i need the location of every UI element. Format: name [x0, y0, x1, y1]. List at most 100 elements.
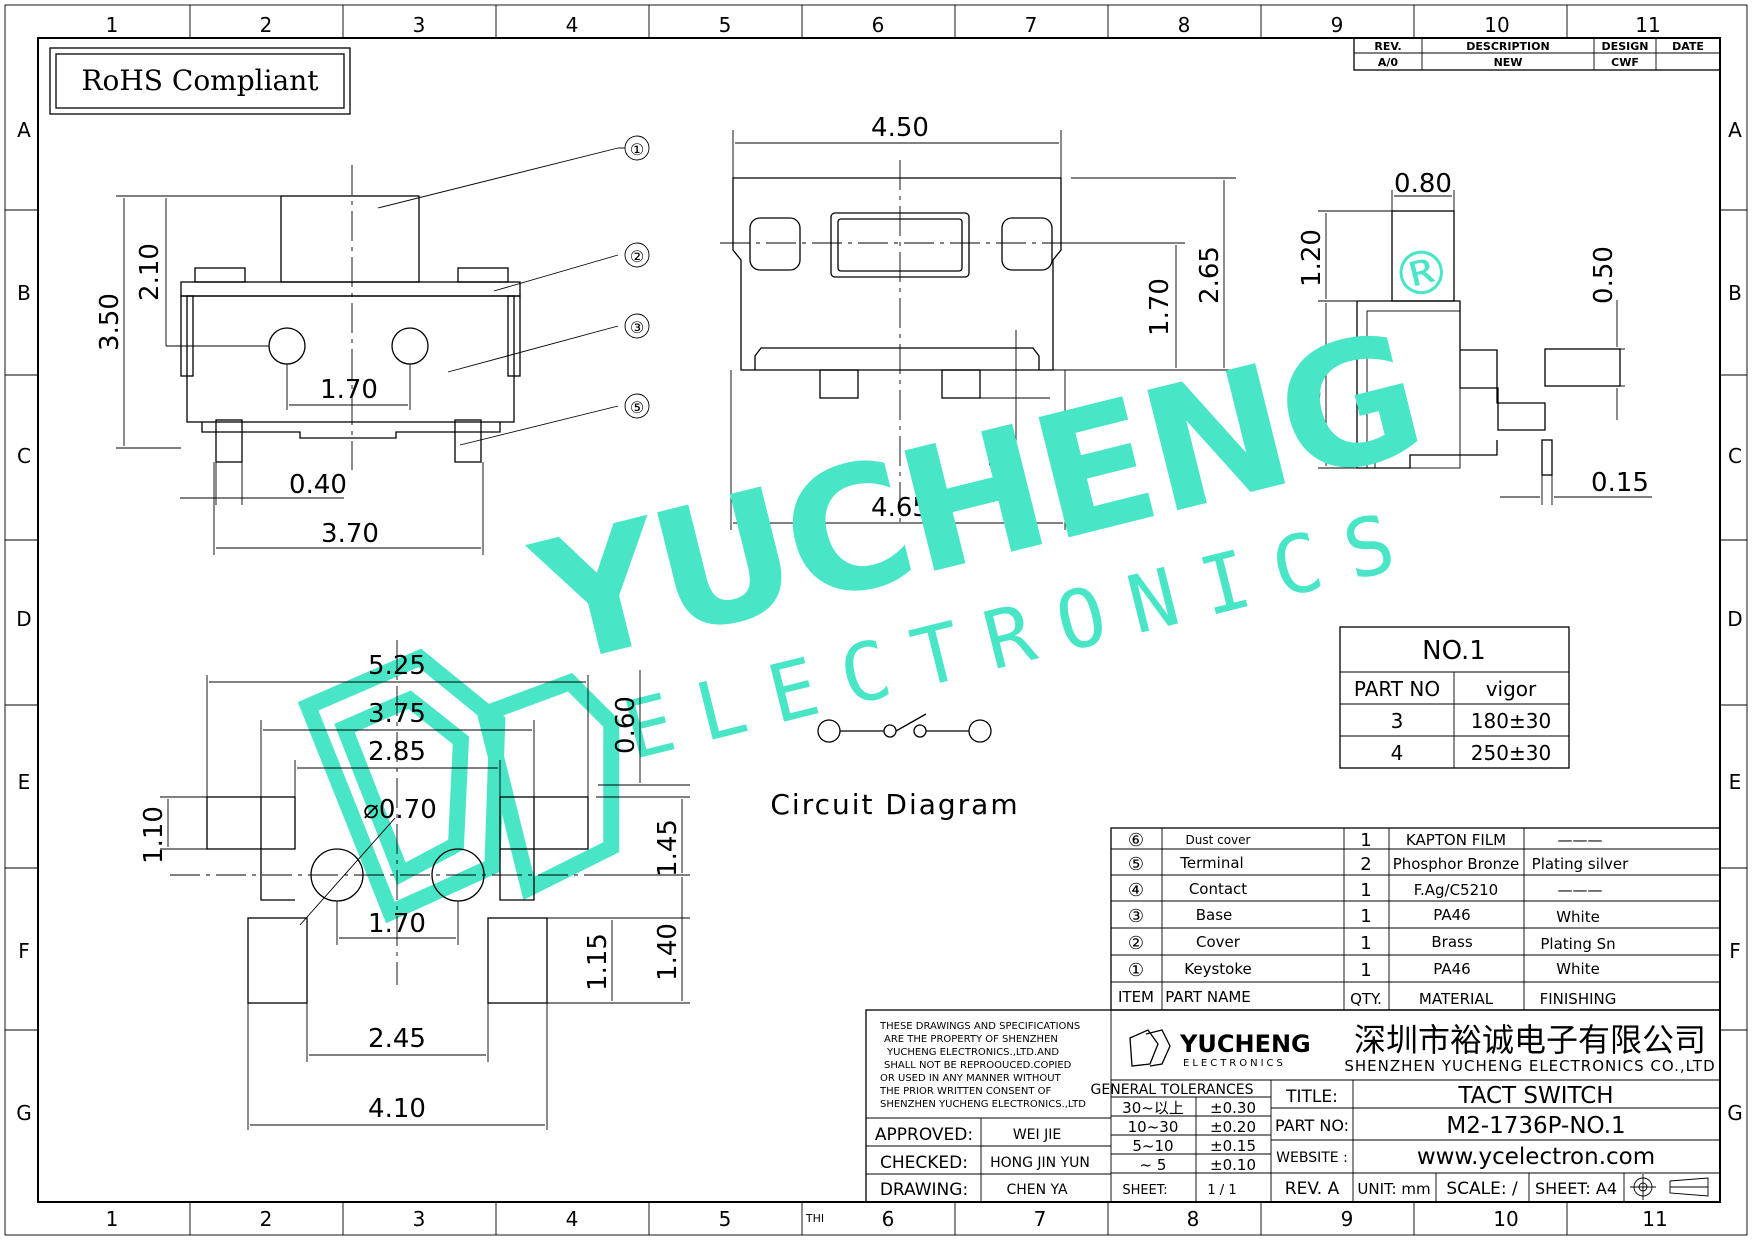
- force-table: NO.1 PART NO vigor 3 180±30 4 250±30: [1339, 626, 1570, 769]
- grid-labels-top: 1 2 3 4 5 6 7 8 9 10 11: [106, 13, 1661, 37]
- row-label: D: [1727, 607, 1742, 631]
- notice-text: THESE DRAWINGS AND SPECIFICATIONS ARE TH…: [879, 1021, 1086, 1110]
- company-cn: 深圳市裕诚电子有限公司: [1354, 1021, 1706, 1059]
- tol-value: ±0.20: [1210, 1118, 1256, 1136]
- dim-3-75: 3.75: [368, 699, 426, 729]
- revision-table: REV. DESCRIPTION DESIGN DATE A/0 NEW CWF: [1353, 37, 1721, 71]
- notice-line: THESE DRAWINGS AND SPECIFICATIONS: [879, 1021, 1080, 1032]
- bom-material: Brass: [1431, 933, 1472, 951]
- end-view: 0.80 1.20 2.30 0.50 0.15: [1297, 169, 1652, 505]
- col-label: 1: [106, 1207, 119, 1231]
- thi-label: THI: [805, 1212, 824, 1225]
- circuit-label: Circuit Diagram: [770, 788, 1019, 821]
- grid-labels-bottom: 1 2 3 4 5 6 7 8 9 10 11 THI: [106, 1207, 1668, 1231]
- row-label: B: [17, 281, 31, 305]
- bom-name: Terminal: [1179, 854, 1243, 872]
- col-label: 8: [1187, 1207, 1200, 1231]
- date-header: DATE: [1672, 40, 1704, 53]
- dim-1-70c: 1.70: [368, 909, 426, 939]
- rohs-box: RoHS Compliant: [49, 47, 351, 115]
- approved-label: APPROVED:: [875, 1125, 973, 1145]
- dim-1-70b: 1.70: [1145, 278, 1175, 336]
- watermark-reg: ®: [1384, 233, 1459, 315]
- dim-2-85: 2.85: [368, 737, 426, 767]
- bom-header-name: PART NAME: [1165, 988, 1251, 1006]
- row-label: C: [17, 444, 31, 468]
- dim-1-40: 1.40: [653, 923, 683, 981]
- logo-text: YUCHENG: [1179, 1030, 1311, 1058]
- dim-0-15: 0.15: [1591, 468, 1649, 498]
- desc-header: DESCRIPTION: [1466, 40, 1549, 53]
- bom-item: ⑤: [1128, 854, 1144, 875]
- tolerance-title: GENERAL TOLERANCES: [1091, 1082, 1254, 1098]
- tol-range: 30~以上: [1122, 1099, 1184, 1117]
- force-part: 3: [1391, 709, 1404, 733]
- bom-header-material: MATERIAL: [1419, 990, 1494, 1008]
- tol-range: 5~10: [1132, 1137, 1173, 1155]
- website-label: WEBSITE :: [1276, 1150, 1348, 1166]
- dim-0-80: 0.80: [1394, 169, 1452, 199]
- checked-name: HONG JIN YUN: [990, 1155, 1090, 1171]
- bom-item: ①: [1128, 960, 1144, 981]
- callout-5: ⑤: [630, 398, 644, 417]
- bom-finish: Plating Sn: [1540, 935, 1615, 953]
- part-value: M2-1736P-NO.1: [1446, 1113, 1625, 1139]
- dim-0-40b: 0.40: [985, 441, 1015, 499]
- col-label: 6: [872, 13, 885, 37]
- notice-line: SHALL NOT BE REPROOUCED.COPIED: [884, 1060, 1072, 1071]
- col-label: 10: [1484, 13, 1509, 37]
- dim-3-70: 3.70: [321, 519, 379, 549]
- dim-2-45: 2.45: [368, 1024, 426, 1054]
- rev-label: REV. A: [1285, 1179, 1340, 1199]
- dim-hole: ⌀0.70: [363, 795, 437, 825]
- row-label: A: [17, 118, 31, 142]
- notice-line: OR USED IN ANY MANNER WITHOUT: [880, 1073, 1062, 1084]
- col-label: 10: [1493, 1207, 1518, 1231]
- bom-qty: 1: [1360, 906, 1371, 927]
- force-header-vigor: vigor: [1486, 677, 1537, 701]
- unit-label: UNIT: mm: [1357, 1180, 1430, 1198]
- scale-label: SCALE: /: [1446, 1179, 1518, 1199]
- tol-value: ±0.15: [1210, 1137, 1256, 1155]
- company-en: SHENZHEN YUCHENG ELECTRONICS CO.,LTD: [1344, 1057, 1715, 1075]
- website-value: www.ycelectron.com: [1417, 1144, 1655, 1170]
- row-label: E: [18, 770, 31, 794]
- notice-line: THE PRIOR WRITTEN CONSENT OF: [879, 1086, 1051, 1097]
- bom-finish: Plating silver: [1532, 855, 1630, 873]
- col-label: 2: [260, 13, 273, 37]
- sheet-label: SHEET:: [1122, 1183, 1167, 1198]
- outer-border: [4, 4, 1748, 1236]
- dim-1-20: 1.20: [1297, 229, 1327, 287]
- title-block: THESE DRAWINGS AND SPECIFICATIONS ARE TH…: [865, 1009, 1721, 1203]
- footprint-view: ⌀0.70 5.25 3.75 2.85 0.60 1.10 1.45 1.70…: [139, 640, 690, 1130]
- bom-item: ⑥: [1128, 830, 1144, 851]
- col-label: 7: [1034, 1207, 1047, 1231]
- row-label: G: [16, 1101, 32, 1125]
- sheet-value: 1 / 1: [1207, 1183, 1236, 1198]
- bom-name: Contact: [1189, 880, 1247, 898]
- drawing-label: DRAWING:: [880, 1180, 968, 1200]
- force-part: 4: [1391, 741, 1404, 765]
- bom-finish: ———: [1558, 881, 1603, 899]
- bom-header-item: ITEM: [1118, 988, 1154, 1006]
- title-value: TACT SWITCH: [1457, 1083, 1613, 1109]
- col-label: 11: [1642, 1207, 1667, 1231]
- col-label: 9: [1331, 13, 1344, 37]
- row-label: C: [1728, 444, 1742, 468]
- dim-4-65: 4.65: [871, 493, 929, 523]
- bom-qty: 1: [1360, 933, 1371, 954]
- force-header-part: PART NO: [1354, 677, 1440, 701]
- rev-header: REV.: [1374, 40, 1401, 53]
- dim-3-50: 3.50: [95, 293, 125, 351]
- col-label: 5: [719, 1207, 732, 1231]
- callout-3: ③: [630, 318, 644, 337]
- col-label: 2: [260, 1207, 273, 1231]
- bom-header-qty: QTY.: [1350, 990, 1382, 1008]
- dim-2-10: 2.10: [135, 243, 165, 301]
- force-value: 180±30: [1471, 709, 1551, 733]
- bom-material: PA46: [1433, 906, 1470, 924]
- force-value: 250±30: [1471, 741, 1551, 765]
- design-header: DESIGN: [1602, 40, 1649, 53]
- col-label: 4: [566, 1207, 579, 1231]
- notice-line: YUCHENG ELECTRONICS.,LTD.AND: [886, 1047, 1059, 1058]
